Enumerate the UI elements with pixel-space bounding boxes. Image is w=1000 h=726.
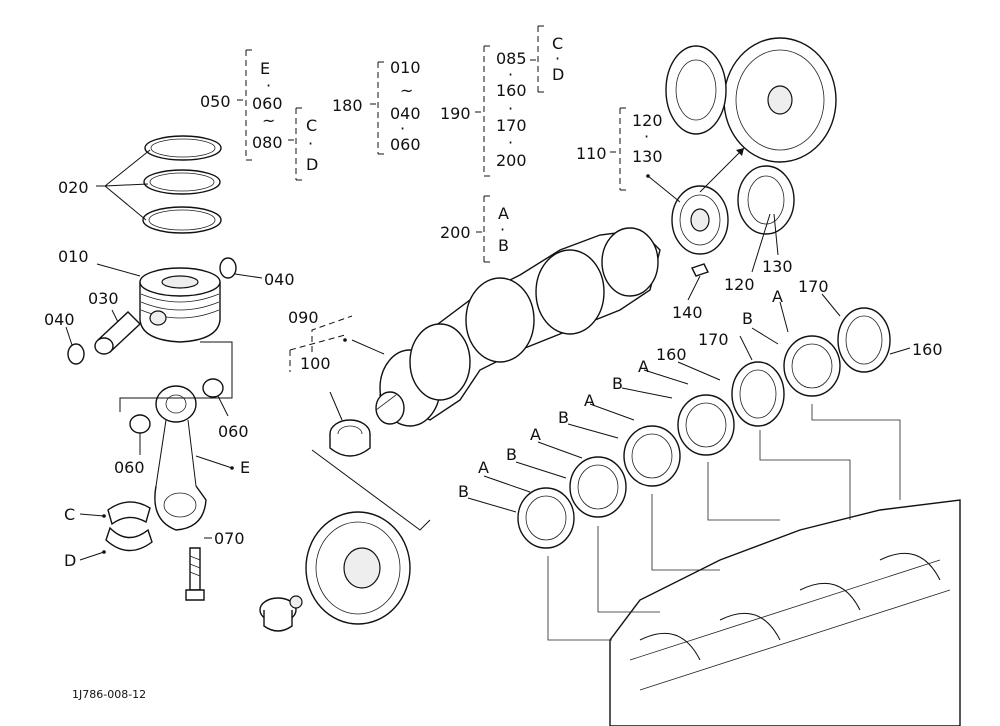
variant-190-1: · bbox=[508, 65, 513, 84]
variant-050-sub-1: · bbox=[308, 134, 313, 153]
variant-050-sub-2: D bbox=[306, 155, 318, 174]
variant-180-0: 010 bbox=[390, 58, 421, 77]
variant-stack-180: 010 ~ 040 · 060 bbox=[390, 58, 421, 154]
rod-bolt bbox=[185, 547, 205, 601]
crank-pulley bbox=[305, 511, 411, 625]
bushing-left bbox=[129, 414, 151, 434]
callout-170-left: 170 bbox=[698, 330, 729, 349]
variant-stack-050-sub: C · D bbox=[306, 116, 318, 174]
callout-e: E bbox=[240, 458, 250, 477]
figure-code: 1J786-008-12 bbox=[72, 688, 146, 701]
callout-b-3: B bbox=[558, 408, 569, 427]
variant-050-sub-0: C bbox=[306, 116, 317, 135]
variant-190-sub-1: · bbox=[555, 49, 560, 68]
variant-180-3: · bbox=[400, 119, 405, 138]
callout-180: 180 bbox=[332, 96, 363, 115]
timing-gears bbox=[665, 37, 837, 163]
pulley-bolt bbox=[259, 595, 303, 632]
callout-070: 070 bbox=[214, 529, 245, 548]
callout-190: 190 bbox=[440, 104, 471, 123]
callout-060-left: 060 bbox=[114, 458, 145, 477]
variant-110-1: · bbox=[644, 127, 649, 146]
thrust-washers bbox=[731, 307, 891, 427]
variant-180-1: ~ bbox=[400, 81, 413, 100]
callout-140: 140 bbox=[672, 303, 703, 322]
callout-d: D bbox=[64, 551, 76, 570]
callout-020: 020 bbox=[58, 178, 89, 197]
callout-130: 130 bbox=[762, 257, 793, 276]
callout-040-left: 040 bbox=[44, 310, 75, 329]
variant-200-1: · bbox=[500, 220, 505, 239]
callout-040-right: 040 bbox=[264, 270, 295, 289]
callout-030: 030 bbox=[88, 289, 119, 308]
rod-bearing-upper bbox=[107, 501, 151, 526]
variant-180-4: 060 bbox=[390, 135, 421, 154]
callout-a-2: A bbox=[530, 425, 541, 444]
callout-labels: 020 010 040 030 040 060 060 E C D 070 09… bbox=[44, 92, 943, 570]
callout-200: 200 bbox=[440, 223, 471, 242]
variant-190-3: · bbox=[508, 99, 513, 118]
callout-a-3: A bbox=[584, 391, 595, 410]
variant-190-6: 200 bbox=[496, 151, 527, 170]
callout-160-left: 160 bbox=[656, 345, 687, 364]
callout-b-1: B bbox=[458, 482, 469, 501]
variant-050-0: E bbox=[260, 59, 270, 78]
snap-ring-left bbox=[67, 343, 85, 365]
connecting-rod bbox=[154, 385, 207, 531]
rod-bearing-lower bbox=[105, 526, 153, 552]
thrust-collar bbox=[737, 165, 795, 235]
piston bbox=[139, 267, 221, 343]
variant-180-2: 040 bbox=[390, 104, 421, 123]
variant-stack-110: 120 · 130 bbox=[632, 111, 663, 166]
callout-b-4: B bbox=[612, 374, 623, 393]
callout-100: 100 bbox=[300, 354, 331, 373]
callout-010: 010 bbox=[58, 247, 89, 266]
variant-110-0: 120 bbox=[632, 111, 663, 130]
variant-110-2: 130 bbox=[632, 147, 663, 166]
callout-170-right: 170 bbox=[798, 277, 829, 296]
variant-190-4: 170 bbox=[496, 116, 527, 135]
variant-190-sub-2: D bbox=[552, 65, 564, 84]
callout-a-1: A bbox=[478, 458, 489, 477]
main-bearings bbox=[517, 335, 841, 549]
variant-stack-050: E · 060 ~ 080 bbox=[252, 59, 283, 152]
piston-pin bbox=[94, 311, 142, 355]
variant-050-3: ~ bbox=[262, 111, 275, 130]
variant-190-2: 160 bbox=[496, 81, 527, 100]
variant-190-5: · bbox=[508, 133, 513, 152]
variant-050-1: · bbox=[266, 76, 271, 95]
callout-160-right: 160 bbox=[912, 340, 943, 359]
variant-190-sub-0: C bbox=[552, 34, 563, 53]
bushing-right bbox=[202, 378, 224, 398]
callout-b-2: B bbox=[506, 445, 517, 464]
callout-120: 120 bbox=[724, 275, 755, 294]
variant-200-0: A bbox=[498, 204, 509, 223]
callout-110: 110 bbox=[576, 144, 607, 163]
snap-ring-right bbox=[219, 257, 237, 279]
callout-090: 090 bbox=[288, 308, 319, 327]
piston-rings bbox=[142, 135, 222, 234]
callout-a-5: A bbox=[772, 287, 783, 306]
variant-stack-190: 085 · 160 · 170 · 200 bbox=[496, 49, 527, 170]
variant-200-2: B bbox=[498, 236, 509, 255]
variant-050-4: 080 bbox=[252, 133, 283, 152]
crankshaft bbox=[375, 227, 661, 427]
crank-gear bbox=[671, 185, 729, 255]
variant-stack-200: A · B bbox=[498, 204, 509, 255]
callout-b-5: B bbox=[742, 309, 753, 328]
pilot-bearing bbox=[329, 419, 371, 457]
cylinder-block bbox=[609, 499, 961, 726]
callout-c: C bbox=[64, 505, 75, 524]
callout-a-4: A bbox=[638, 357, 649, 376]
gear-key bbox=[691, 263, 709, 277]
variant-050-2: 060 bbox=[252, 94, 283, 113]
leader-lines bbox=[65, 25, 911, 641]
callout-050: 050 bbox=[200, 92, 231, 111]
callout-060-right: 060 bbox=[218, 422, 249, 441]
variant-stack-190-sub: C · D bbox=[552, 34, 564, 84]
variant-190-0: 085 bbox=[496, 49, 527, 68]
